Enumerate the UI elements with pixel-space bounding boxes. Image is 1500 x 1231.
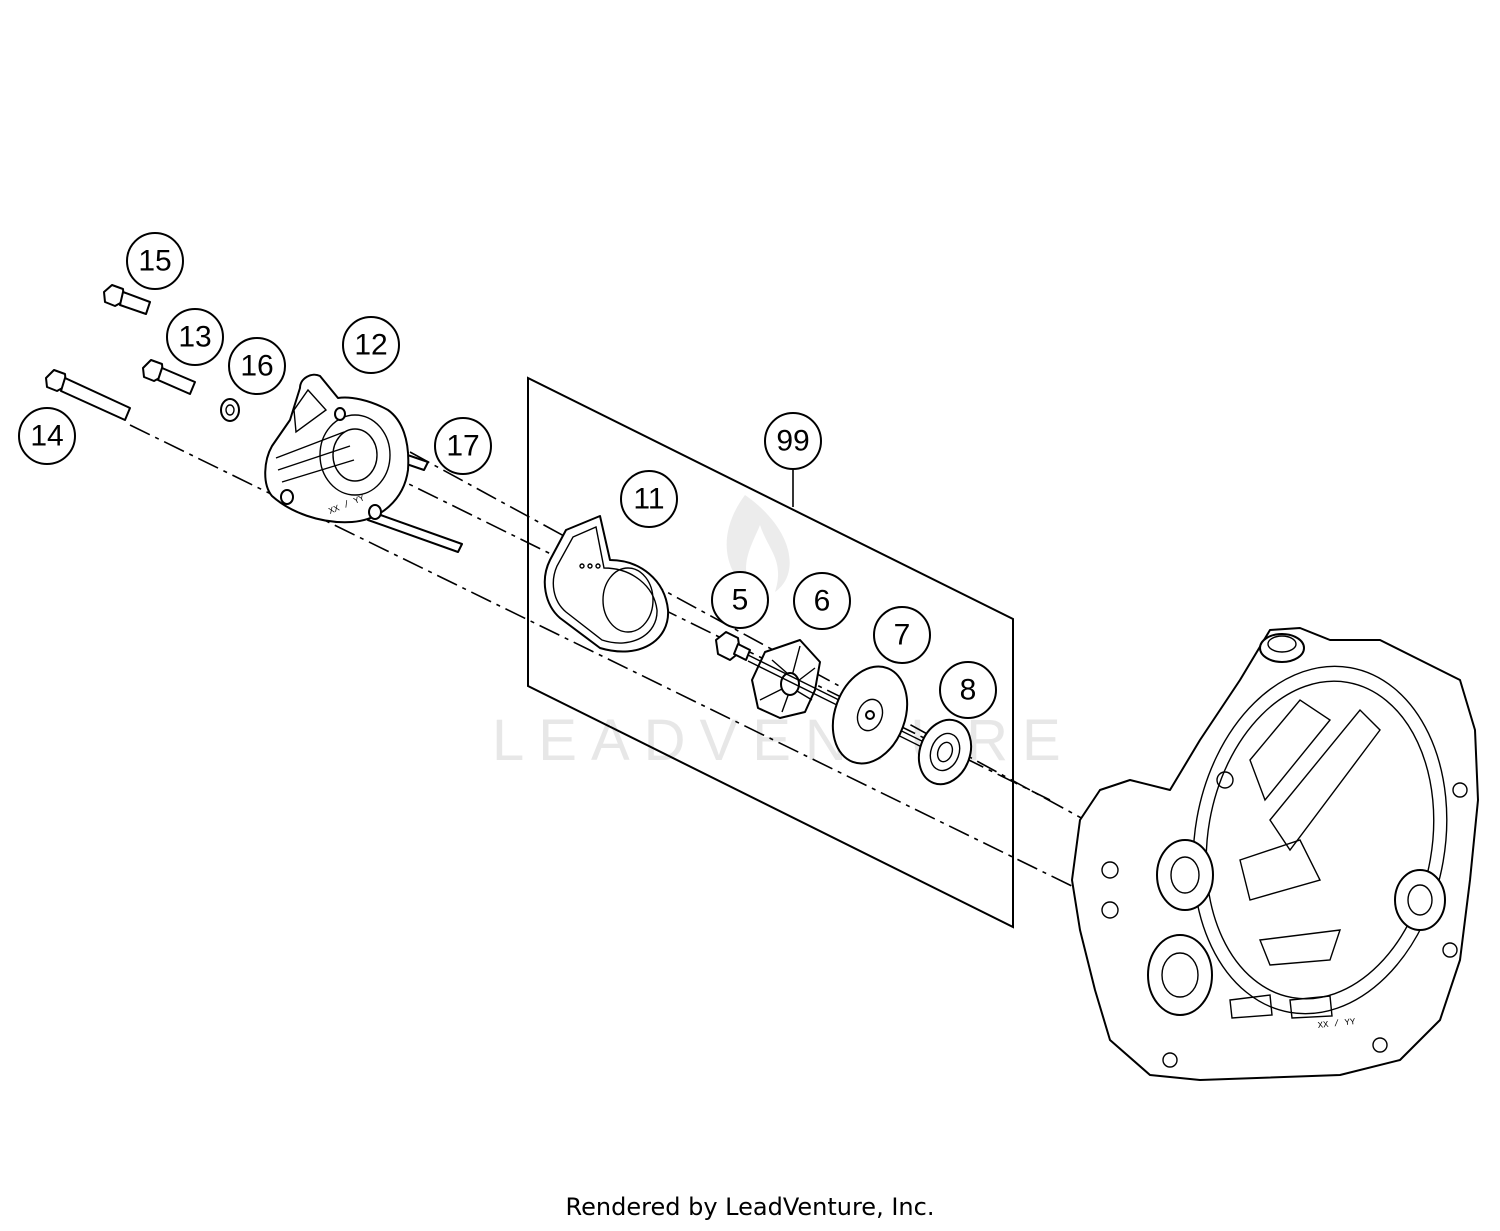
svg-text:15: 15: [138, 245, 171, 278]
svg-text:7: 7: [894, 619, 911, 652]
callout-13[interactable]: 13: [166, 308, 224, 366]
svg-text:8: 8: [960, 674, 977, 707]
svg-text:6: 6: [814, 585, 831, 618]
callout-17[interactable]: 17: [434, 417, 492, 475]
callout-16[interactable]: 16: [228, 337, 286, 395]
gasket-11: [543, 515, 670, 653]
callouts: 15 13 16 12 14 17 99 11: [18, 232, 997, 719]
engine-clutch-cover: XX / YY: [1071, 627, 1479, 1081]
svg-text:13: 13: [178, 321, 211, 354]
watermark-flame-logo: [726, 495, 790, 592]
washer-16: [220, 398, 240, 422]
footer-credit: Rendered by LeadVenture, Inc.: [565, 1193, 935, 1221]
svg-text:17: 17: [446, 430, 479, 463]
svg-text:12: 12: [354, 329, 387, 362]
svg-text:99: 99: [776, 425, 809, 458]
callout-11[interactable]: 11: [620, 470, 678, 528]
kit-frame: [527, 376, 1014, 929]
callout-15[interactable]: 15: [126, 232, 184, 290]
impeller-6: [751, 639, 821, 719]
bolt-15: [103, 284, 151, 315]
callout-14[interactable]: 14: [18, 407, 76, 465]
svg-text:5: 5: [732, 584, 749, 617]
water-pump-cover-12: XX / YY: [264, 373, 410, 524]
callout-6[interactable]: 6: [793, 572, 851, 630]
svg-text:14: 14: [30, 420, 63, 453]
callout-12[interactable]: 12: [342, 316, 400, 374]
svg-text:11: 11: [633, 483, 664, 516]
bolt-14: [45, 369, 131, 421]
svg-text:16: 16: [240, 350, 273, 383]
cover-stamp: XX / YY: [1317, 1017, 1356, 1031]
callout-5[interactable]: 5: [711, 571, 769, 629]
bolt-13: [142, 359, 196, 395]
shaft-disc-7: [831, 665, 909, 765]
callout-99[interactable]: 99: [764, 412, 822, 470]
callout-7[interactable]: 7: [873, 606, 931, 664]
callout-8[interactable]: 8: [939, 661, 997, 719]
nut-5: [715, 631, 751, 661]
seal-ring-8: [917, 718, 973, 786]
